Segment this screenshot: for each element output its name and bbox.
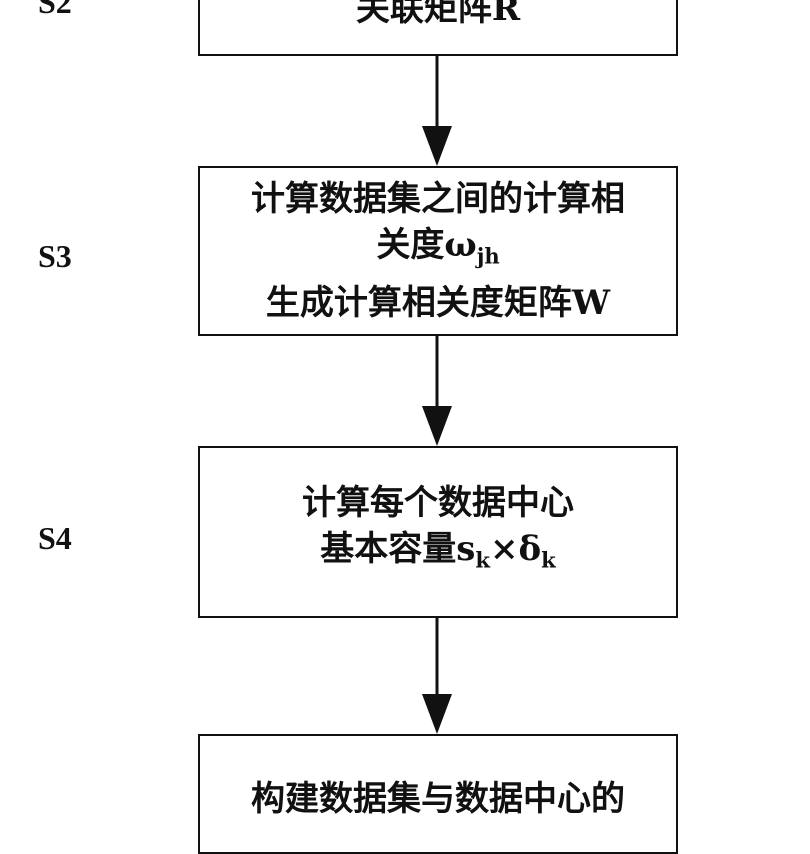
step-s3-omega: 关度ω xyxy=(376,225,477,266)
step-s3-line-2: 关度ωjh xyxy=(376,222,499,279)
step-s2-line-1: 关联矩阵R xyxy=(355,0,521,29)
step-s3-line-3: 生成计算相关度矩阵W xyxy=(265,282,611,323)
arrow-s2-s3 xyxy=(422,56,452,166)
step-s5-line-1: 构建数据集与数据中心的 xyxy=(251,779,625,819)
flow-arrows xyxy=(422,56,452,734)
step-s4-line-1: 计算每个数据中心 xyxy=(302,483,574,524)
step-s4-capacity: 基本容量s xyxy=(320,529,476,570)
step-s4-line-2: 基本容量sk×δk xyxy=(320,526,556,583)
step-label-s2: S2 xyxy=(38,0,72,20)
arrow-s3-s4 xyxy=(422,336,452,446)
step-box-s4: 计算每个数据中心 基本容量sk×δk xyxy=(198,446,678,618)
arrow-s4-s5 xyxy=(422,618,452,734)
step-box-s5: 构建数据集与数据中心的 xyxy=(198,734,678,854)
step-s3-omega-subscript: jh xyxy=(476,243,500,269)
step-label-s4: S4 xyxy=(38,520,72,556)
step-s3-line-1: 计算数据集之间的计算相 xyxy=(251,179,625,220)
step-s4-s-subscript: k xyxy=(475,547,490,573)
step-s4-delta-subscript: k xyxy=(541,547,556,573)
step-s4-times-delta: ×δ xyxy=(489,529,542,570)
step-box-s3: 计算数据集之间的计算相 关度ωjh 生成计算相关度矩阵W xyxy=(198,166,678,336)
step-box-s2: 关联矩阵R xyxy=(198,0,678,56)
step-label-s3: S3 xyxy=(38,238,72,274)
